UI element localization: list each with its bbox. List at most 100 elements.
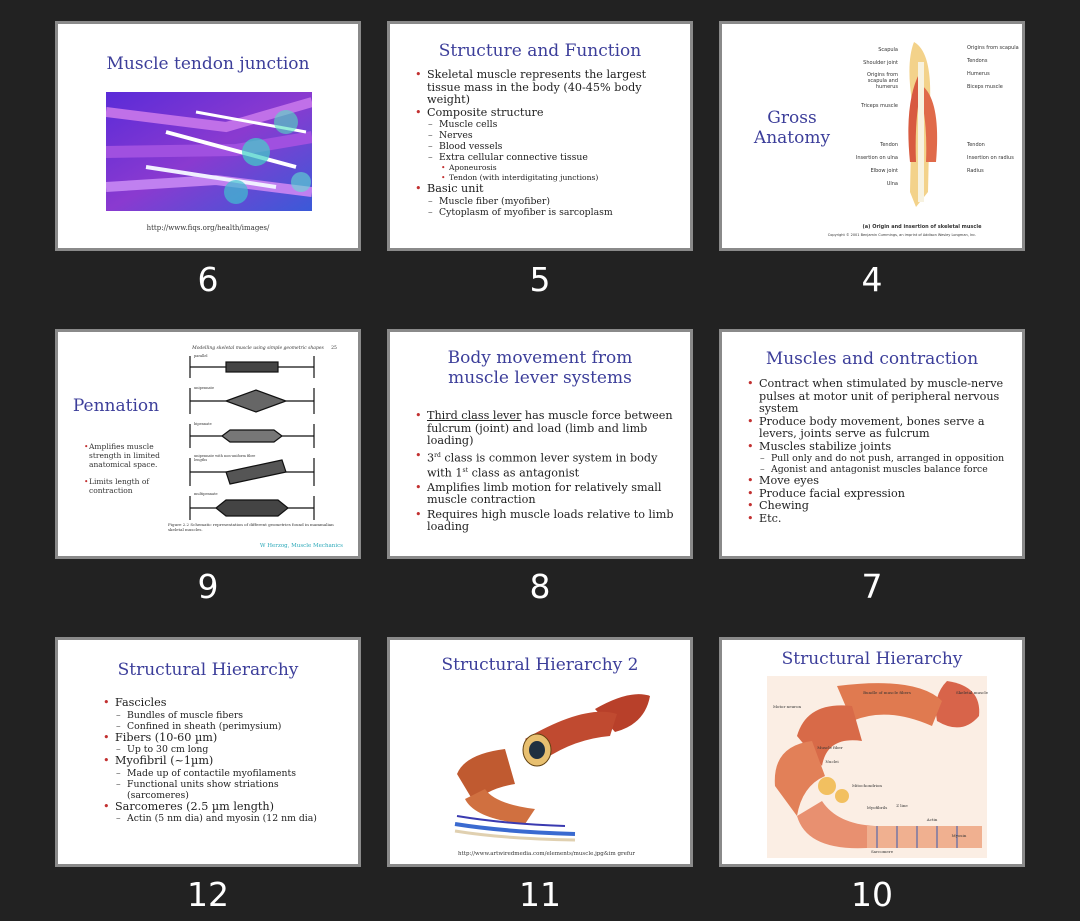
slide-thumbnail-5[interactable]: Structure and Function Skeletal muscle r…: [387, 21, 693, 251]
slide-number: 12: [187, 875, 229, 914]
title-line: Anatomy: [753, 128, 831, 148]
bullet-item: Pull only and do not push, arranged in o…: [747, 453, 1012, 464]
bullet-item: Blood vessels: [415, 141, 675, 152]
bullet-item: Composite structure: [415, 106, 675, 120]
anatomy-label: Tendon: [880, 142, 898, 148]
bullet-item: Amplifies limb motion for relatively sma…: [415, 481, 675, 507]
bullet-item: Muscle cells: [415, 119, 675, 130]
figure-credit: W Herzog, Muscle Mechanics: [259, 543, 343, 549]
bullet-text: Amplifies muscle strength in limited ana…: [89, 442, 160, 469]
bullet-item: Made up of contactile myofilaments: [103, 768, 343, 779]
slide-thumbnail-10[interactable]: Structural Hierarchy Bundle of muscle fi…: [719, 637, 1025, 867]
bullet-item: •Limits length of contraction: [84, 477, 150, 495]
image-source-url: http://www.artwiredmedia.com/elements/mu…: [458, 851, 636, 857]
slide-title: Muscle tendon junction: [106, 54, 310, 74]
pennation-label: bipennate: [194, 422, 212, 426]
bullet-text: Limits length of contraction: [89, 477, 150, 495]
bullet-text: class as antagonist: [468, 466, 580, 480]
arm-anatomy-illustration: [908, 42, 938, 207]
structure-label: Sarcomere: [870, 849, 894, 854]
bullet-item: Fascicles: [103, 696, 343, 710]
micrograph-image: [106, 92, 312, 211]
figure-caption: Figure 2.2 Schematic representation of d…: [168, 522, 334, 532]
anatomy-label: Insertion on radius: [967, 155, 1014, 161]
structure-label: Muscle fiber: [817, 745, 843, 750]
bullet-item: Nerves: [415, 130, 675, 141]
bullet-item: •Amplifies muscle strength in limited an…: [84, 442, 160, 469]
structure-label: Actin: [926, 817, 938, 822]
slide-title: Structure and Function: [438, 41, 642, 61]
slide-title: Pennation: [72, 396, 160, 416]
slide-number: 6: [197, 260, 219, 299]
anatomy-label: Shoulder joint: [863, 60, 898, 66]
structure-label: Nuclei: [825, 759, 839, 764]
slide-title: Structural Hierarchy: [781, 649, 963, 669]
structure-label: Z line: [896, 803, 908, 808]
pennation-label: unipennate with non-uniform fibre length…: [194, 454, 256, 462]
bullet-item: Actin (5 nm dia) and myosin (12 nm dia): [103, 813, 343, 824]
anatomy-label: Origins from scapula and humerus: [867, 72, 898, 90]
muscle-hierarchy-illustration: [454, 694, 650, 842]
bullet-item: Functional units show striations (sarcom…: [103, 779, 343, 801]
muscle-structure-illustration: [767, 676, 987, 858]
bullet-item: Bundles of muscle fibers: [103, 710, 343, 721]
anatomy-label: Insertion on ulna: [855, 155, 898, 161]
bullet-item: Myofibril (~1µm): [103, 754, 343, 768]
figure-page: 25: [331, 346, 337, 351]
image-source-url: http://www.fiqs.org/health/images/: [146, 224, 270, 232]
slide-title: Gross Anatomy: [732, 108, 852, 148]
bullet-item: Cytoplasm of myofiber is sarcoplasm: [415, 207, 675, 218]
pennation-label: parallel: [194, 354, 208, 358]
slide-thumbnail-11[interactable]: Structural Hierarchy 2 http://www.artwir…: [387, 637, 693, 867]
slide-title: Structural Hierarchy 2: [441, 655, 639, 675]
anatomy-label: Tendons: [967, 58, 988, 64]
bullet-item: Extra cellular connective tissue: [415, 152, 675, 163]
bullet-item: Tendon (with interdigitating junctions): [415, 173, 675, 183]
slide-number: 9: [197, 567, 219, 606]
bullet-list: Fascicles Bundles of muscle fibers Confi…: [103, 696, 343, 824]
bullet-item: Chewing: [747, 499, 1012, 513]
structure-label: Motor neuron: [772, 704, 802, 709]
slide-number: 4: [861, 260, 883, 299]
bullet-text: has muscle force between fulcrum (joint)…: [427, 409, 673, 447]
slide-thumbnail-12[interactable]: Structural Hierarchy Fascicles Bundles o…: [55, 637, 361, 867]
slide-number: 11: [519, 875, 561, 914]
slide-number: 7: [861, 567, 883, 606]
bullet-item: Up to 30 cm long: [103, 744, 343, 755]
bullet-item: Aponeurosis: [415, 163, 675, 173]
bullet-item: 3rd class is common lever system in body…: [415, 450, 675, 480]
title-line: muscle lever systems: [448, 368, 632, 388]
structure-label: Skeletal muscle: [955, 690, 989, 695]
title-line: Gross: [767, 108, 817, 128]
bullet-text: 3: [427, 451, 435, 465]
slide-thumbnail-6[interactable]: Muscle tendon junction http:: [55, 21, 361, 251]
underlined-term: Third class lever: [427, 409, 522, 422]
bullet-item: Third class lever has muscle force betwe…: [415, 409, 675, 448]
figure-title: Modelling skeletal muscle using simple g…: [192, 346, 324, 351]
superscript: st: [462, 466, 469, 474]
anatomy-label: Ulna: [886, 181, 898, 187]
superscript: rd: [434, 451, 441, 459]
anatomy-label: Biceps muscle: [967, 84, 1003, 90]
bullet-list: •Amplifies muscle strength in limited an…: [84, 442, 174, 495]
slide-thumbnail-8[interactable]: Body movement from muscle lever systems …: [387, 329, 693, 559]
figure-caption: (a) Origin and insertion of skeletal mus…: [862, 224, 982, 230]
structure-label: Myofibrils: [866, 805, 888, 810]
anatomy-label: Origins from scapula: [967, 45, 1019, 51]
slide-number: 10: [851, 875, 893, 914]
slide-title: Muscles and contraction: [765, 349, 979, 369]
structure-label: Myosin: [951, 833, 967, 838]
anatomy-label: Triceps muscle: [861, 103, 898, 109]
anatomy-label: Tendon: [967, 142, 985, 148]
bullet-item: Contract when stimulated by muscle-nerve…: [747, 377, 1012, 416]
slide-thumbnail-9[interactable]: Pennation Modelling skeletal muscle usin…: [55, 329, 361, 559]
bullet-item: Muscle fiber (myofiber): [415, 196, 675, 207]
bullet-list: Third class lever has muscle force betwe…: [415, 409, 675, 534]
bullet-item: Muscles stabilize joints: [747, 440, 1012, 454]
slide-thumbnail-4[interactable]: Gross Anatomy Scapula Shoulder joint Ori…: [719, 21, 1025, 251]
title-line: Body movement from: [447, 348, 633, 368]
slide-thumbnail-7[interactable]: Muscles and contraction Contract when st…: [719, 329, 1025, 559]
figure-copyright: Copyright © 2001 Benjamin Cummings, an i…: [827, 233, 977, 237]
bullet-item: Produce body movement, bones serve a lev…: [747, 415, 1012, 441]
